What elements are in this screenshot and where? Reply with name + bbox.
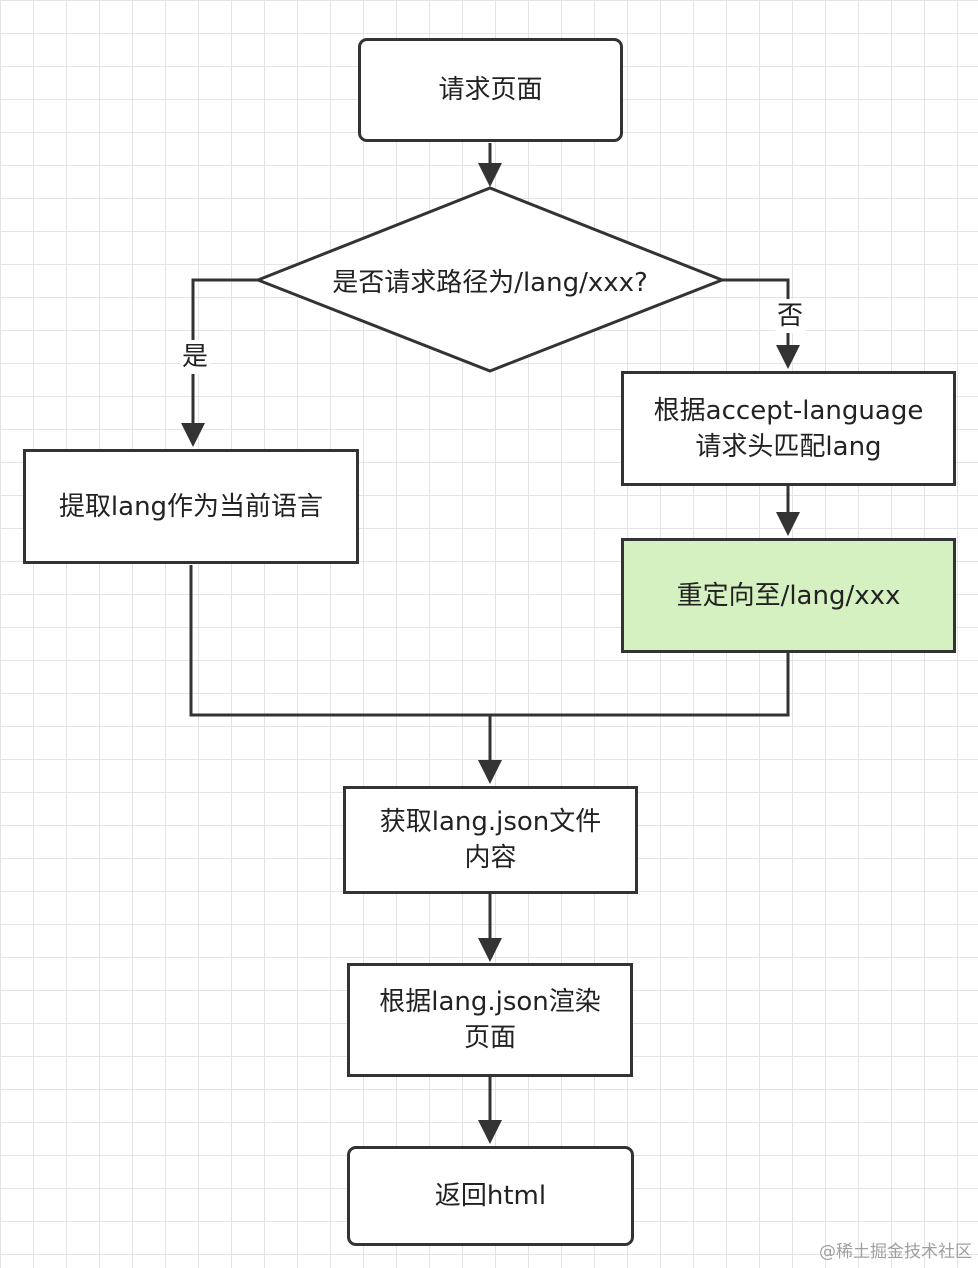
decision-diamond <box>253 186 727 373</box>
node-get-json-label: 获取lang.json文件内容 <box>379 807 602 873</box>
edge-redirect-merge <box>490 653 790 717</box>
node-match-header: 根据accept-language请求头匹配lang <box>621 371 956 486</box>
node-redirect: 重定向至/lang/xxx <box>621 538 956 653</box>
node-return-html-label: 返回html <box>434 1181 547 1211</box>
edge-extract-merge <box>189 565 490 717</box>
decision-text: 是否请求路径为/lang/xxx? <box>332 267 648 298</box>
node-render: 根据lang.json渲染页面 <box>347 963 633 1077</box>
node-get-json: 获取lang.json文件内容 <box>343 786 638 894</box>
edge-label-no: 否 <box>775 299 806 333</box>
node-return-html: 返回html <box>347 1146 634 1246</box>
node-redirect-label: 重定向至/lang/xxx <box>676 580 901 611</box>
node-render-label: 根据lang.json渲染页面 <box>379 987 601 1053</box>
watermark: @稀土掘金技术社区 <box>819 1242 972 1262</box>
edge-label-yes: 是 <box>180 340 211 374</box>
edge-decision-no <box>722 278 800 369</box>
node-extract-lang: 提取lang作为当前语言 <box>23 449 359 564</box>
node-request-page: 请求页面 <box>358 38 623 142</box>
node-extract-lang-label: 提取lang作为当前语言 <box>58 491 324 522</box>
edge-decision-yes <box>181 278 258 447</box>
node-match-header-label: 根据accept-language请求头匹配lang <box>653 395 924 462</box>
node-request-page-label: 请求页面 <box>438 75 543 105</box>
decision-label: 是否请求路径为/lang/xxx? <box>258 258 722 302</box>
